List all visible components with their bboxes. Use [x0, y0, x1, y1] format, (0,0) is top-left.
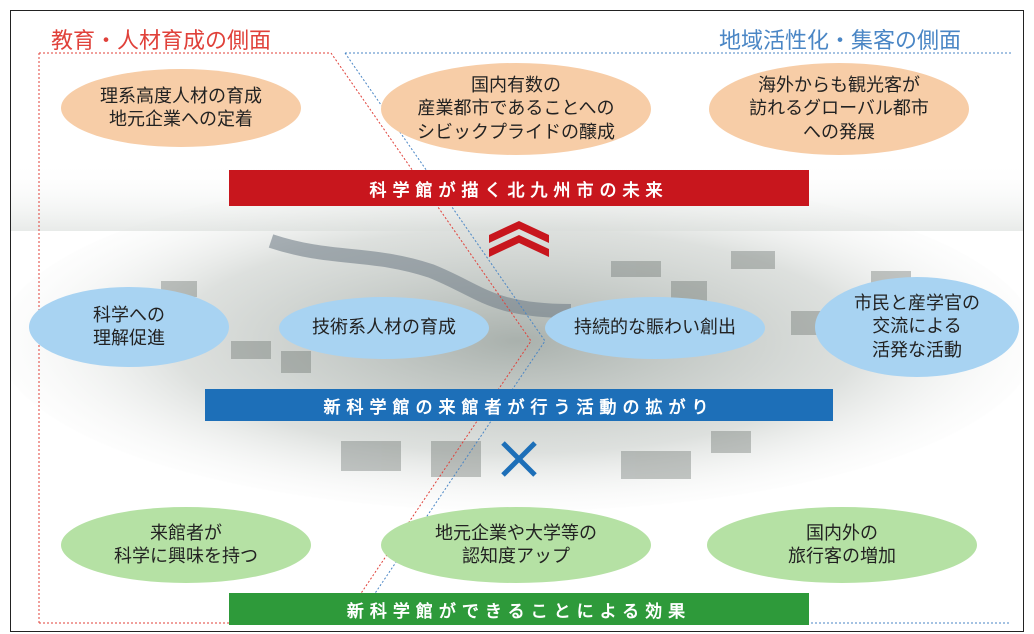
bottom-oval-recognition: 地元企業や大学等の 認知度アップ — [381, 507, 651, 583]
bottom-oval-visitor-interest: 来館者が 科学に興味を持つ — [61, 507, 311, 583]
cross-multiply-icon — [501, 441, 537, 477]
top-oval-civic-pride: 国内有数の 産業都市であることへの シビックプライドの醸成 — [381, 63, 651, 155]
bottom-oval-travelers: 国内外の 旅行客の増加 — [707, 507, 977, 583]
education-aspect-header: 教育・人材育成の側面 — [51, 29, 272, 54]
effects-banner: 新科学館ができることによる効果 — [229, 593, 809, 625]
top-oval-global-city: 海外からも観光客が 訪れるグローバル都市 への発展 — [709, 63, 969, 155]
mid-oval-engineering-talent: 技術系人材の育成 — [279, 297, 489, 359]
diagram-frame: 教育・人材育成の側面 地域活性化・集客の側面 理系高度人材の育成 地元企業への定… — [10, 10, 1024, 632]
activities-banner: 新科学館の来館者が行う活動の拡がり — [205, 389, 833, 421]
regional-aspect-header: 地域活性化・集客の側面 — [719, 29, 962, 54]
top-oval-talent: 理系高度人材の育成 地元企業への定着 — [61, 69, 301, 147]
double-chevron-up-icon — [489, 221, 549, 257]
mid-oval-sustained-vibrancy: 持続的な賑わい創出 — [545, 297, 765, 359]
city-photo-background — [11, 52, 1023, 624]
mid-oval-science-understanding: 科学への 理解促進 — [29, 287, 229, 367]
mid-oval-citizen-exchange: 市民と産学官の 交流による 活発な活動 — [815, 277, 1019, 377]
future-banner: 科学館が描く北九州市の未来 — [229, 170, 809, 206]
